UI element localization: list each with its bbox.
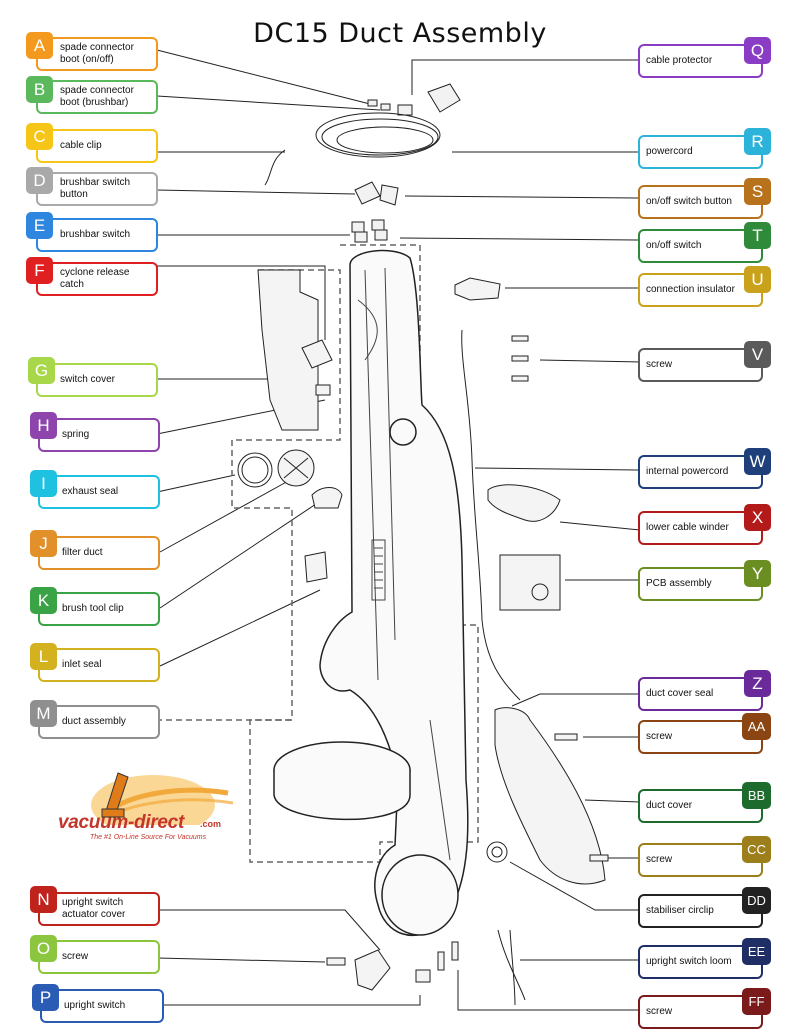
part-name: duct cover xyxy=(646,800,693,811)
part-label-q: cable protector xyxy=(638,44,763,78)
part-name: duct cover seal xyxy=(646,688,714,699)
part-code-badge: J xyxy=(30,530,57,557)
part-label-r: powercord xyxy=(638,135,763,169)
part-label-f: cyclone release catch xyxy=(36,262,158,296)
part-code-badge: FF xyxy=(742,988,771,1015)
vacuum-logo-graphic xyxy=(91,772,234,835)
part-code-badge: AA xyxy=(742,713,771,740)
part-code-badge: L xyxy=(30,643,57,670)
part-name: upright switch xyxy=(64,1000,126,1011)
part-code-badge: Y xyxy=(744,560,771,587)
part-label-a: spade connector boot (on/off) xyxy=(36,37,158,71)
part-name: spade connector boot (on/off) xyxy=(60,42,134,65)
part-name: brushbar switch button xyxy=(60,177,131,200)
part-name: on/off switch button xyxy=(646,196,732,207)
part-label-g: switch cover xyxy=(36,363,158,397)
part-name: stabiliser circlip xyxy=(646,905,714,916)
part-code-badge: I xyxy=(30,470,57,497)
part-name: switch cover xyxy=(60,374,116,385)
part-name: exhaust seal xyxy=(62,486,119,497)
part-name: cable clip xyxy=(60,140,102,151)
part-code-badge: CC xyxy=(742,836,771,863)
part-code-badge: U xyxy=(744,266,771,293)
part-label-i: exhaust seal xyxy=(38,475,160,509)
part-name: inlet seal xyxy=(62,659,102,670)
part-code-badge: W xyxy=(744,448,771,475)
part-label-l: inlet seal xyxy=(38,648,160,682)
part-code-badge: S xyxy=(744,178,771,205)
part-code-badge: X xyxy=(744,504,771,531)
part-code-badge: H xyxy=(30,412,57,439)
part-name: upright switch actuator cover xyxy=(62,897,126,920)
part-code-badge: DD xyxy=(742,887,771,914)
part-code-badge: T xyxy=(744,222,771,249)
part-code-badge: N xyxy=(30,886,57,913)
part-code-badge: O xyxy=(30,935,57,962)
part-label-n: upright switch actuator cover xyxy=(38,892,160,926)
part-name: internal powercord xyxy=(646,466,729,477)
part-label-k: brush tool clip xyxy=(38,592,160,626)
part-code-badge: E xyxy=(26,212,53,239)
part-name: screw xyxy=(646,1006,673,1017)
part-label-o: screw xyxy=(38,940,160,974)
part-code-badge: Q xyxy=(744,37,771,64)
part-name: connection insulator xyxy=(646,284,735,295)
part-code-badge: BB xyxy=(742,782,771,809)
part-code-badge: Z xyxy=(744,670,771,697)
part-code-badge: R xyxy=(744,128,771,155)
part-name: on/off switch xyxy=(646,240,702,251)
part-label-z: duct cover seal xyxy=(638,677,763,711)
part-code-badge: G xyxy=(28,357,55,384)
part-name: spade connector boot (brushbar) xyxy=(60,85,134,108)
part-name: brushbar switch xyxy=(60,229,131,240)
part-code-badge: EE xyxy=(742,938,771,965)
logo-suffix: .com xyxy=(200,819,222,829)
part-code-badge: C xyxy=(26,123,53,150)
vacuum-direct-logo: vacuum-direct .com The #1 On-Line Source… xyxy=(58,765,248,855)
part-label-y: PCB assembly xyxy=(638,567,763,601)
part-name: screw xyxy=(646,854,673,865)
part-name: upright switch loom xyxy=(646,956,732,967)
part-name: cyclone release catch xyxy=(60,267,130,290)
logo-wordmark: vacuum-direct xyxy=(58,812,184,833)
part-name: brush tool clip xyxy=(62,603,124,614)
part-label-d: brushbar switch button xyxy=(36,172,158,206)
part-name: screw xyxy=(62,951,89,962)
part-code-badge: A xyxy=(26,32,53,59)
part-label-u: connection insulator xyxy=(638,273,763,307)
part-name: duct assembly xyxy=(62,716,126,727)
part-name: screw xyxy=(646,731,673,742)
part-name: lower cable winder xyxy=(646,522,729,533)
part-name: powercord xyxy=(646,146,693,157)
part-label-h: spring xyxy=(38,418,160,452)
part-label-p: upright switch xyxy=(40,989,164,1023)
part-name: cable protector xyxy=(646,55,713,66)
part-label-v: screw xyxy=(638,348,763,382)
diagram-title: DC15 Duct Assembly xyxy=(253,18,547,49)
part-name: PCB assembly xyxy=(646,578,712,589)
part-code-badge: K xyxy=(30,587,57,614)
part-code-badge: D xyxy=(26,167,53,194)
part-label-c: cable clip xyxy=(36,129,158,163)
part-label-e: brushbar switch xyxy=(36,218,158,252)
part-name: filter duct xyxy=(62,547,103,558)
part-code-badge: V xyxy=(744,341,771,368)
part-label-t: on/off switch xyxy=(638,229,763,263)
part-label-w: internal powercord xyxy=(638,455,763,489)
part-code-badge: P xyxy=(32,984,59,1011)
part-code-badge: F xyxy=(26,257,53,284)
logo-tagline: The #1 On-Line Source For Vacuums xyxy=(90,834,207,841)
part-code-badge: B xyxy=(26,76,53,103)
part-label-b: spade connector boot (brushbar) xyxy=(36,80,158,114)
part-name: screw xyxy=(646,359,673,370)
part-name: spring xyxy=(62,429,90,440)
part-code-badge: M xyxy=(30,700,57,727)
part-label-m: duct assembly xyxy=(38,705,160,739)
